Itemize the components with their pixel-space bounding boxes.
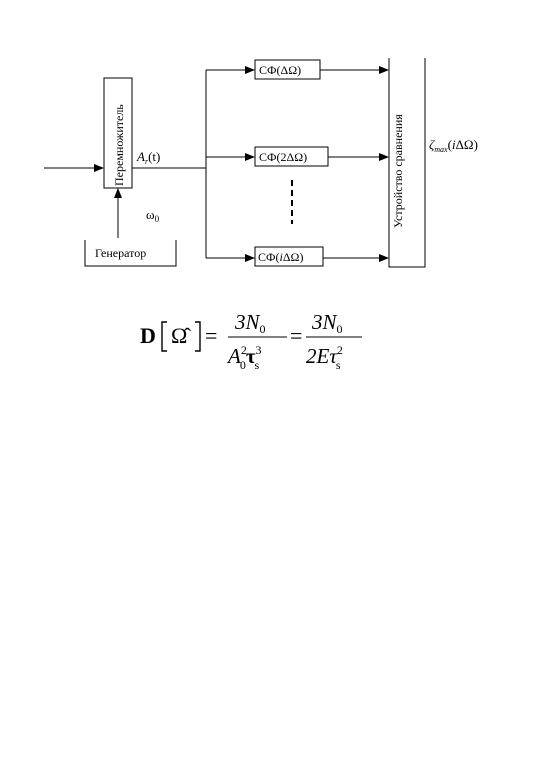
formula-right-bracket bbox=[195, 321, 201, 352]
formula-left-bracket bbox=[161, 321, 167, 352]
output-label: ζmax(iΔΩ) bbox=[429, 137, 478, 154]
formula-num-2: 3N0 bbox=[311, 310, 343, 336]
formula-eq-2: = bbox=[290, 323, 302, 348]
generator-label: Генератор bbox=[95, 246, 146, 260]
filter-box-3 bbox=[254, 246, 324, 267]
formula-omega-hat: Ω̂ bbox=[171, 323, 191, 348]
filter-label-3: СФ(iΔΩ) bbox=[258, 250, 303, 264]
filter-label-1: СФ(ΔΩ) bbox=[259, 63, 301, 77]
generator-box bbox=[84, 240, 177, 267]
multiplier-label: Перемножитель bbox=[112, 104, 126, 186]
comparator-label: Устройство сравнения bbox=[391, 114, 405, 228]
filter-label-2: СФ(2ΔΩ) bbox=[259, 150, 307, 164]
formula-num-1: 3N0 bbox=[234, 310, 266, 336]
formula-D: D bbox=[140, 323, 156, 348]
formula-eq-1: = bbox=[205, 323, 217, 348]
comparator-box bbox=[388, 58, 426, 268]
omega0-label: ω0 bbox=[146, 207, 160, 224]
amplitude-label: Ar(t) bbox=[136, 149, 160, 166]
